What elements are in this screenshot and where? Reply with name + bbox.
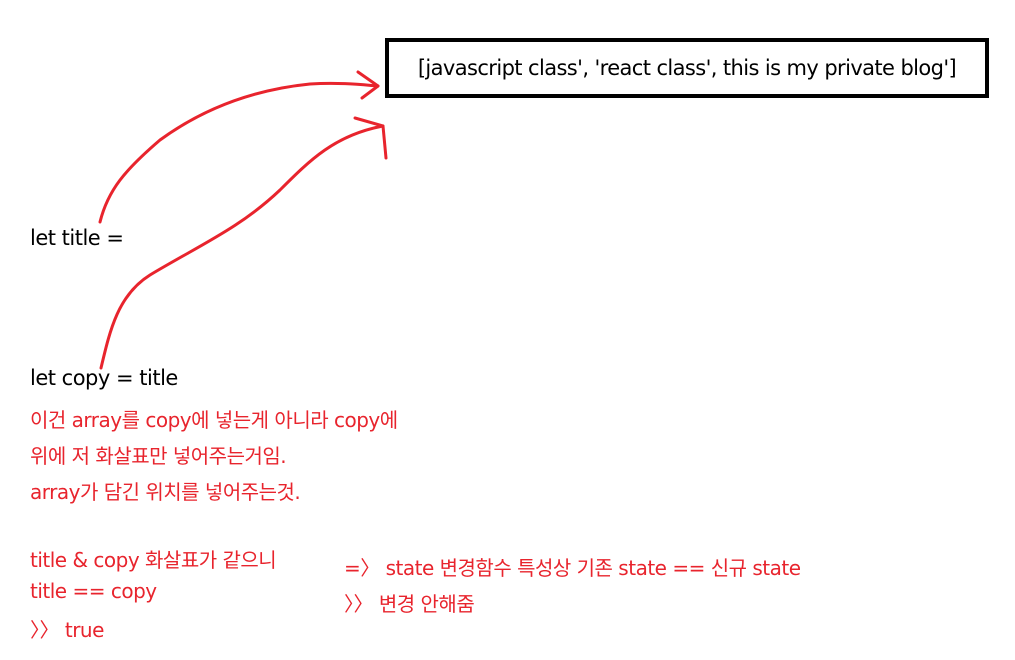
- array-value-text: [javascript class', 'react class', this …: [417, 56, 957, 80]
- note-line-2: 위에 저 화살표만 넣어주는거임.: [30, 444, 287, 468]
- result-line-1: =〉 state 변경함수 특성상 기존 state == 신규 state: [344, 556, 801, 580]
- result-line-2: 〉〉 변경 안해줌: [344, 592, 475, 616]
- compare-line-2: title == copy: [30, 579, 157, 603]
- arrow-copy-to-array: [99, 124, 385, 370]
- code-line-copy: let copy = title: [30, 366, 178, 390]
- array-value-box: [javascript class', 'react class', this …: [385, 38, 989, 98]
- arrowhead-upper: [356, 70, 380, 100]
- arrow-title-to-array: [98, 81, 380, 224]
- code-line-title: let title =: [30, 226, 124, 250]
- compare-line-1: title & copy 화살표가 같으니: [30, 548, 277, 572]
- arrowhead-lower: [353, 116, 388, 160]
- note-line-1: 이건 array를 copy에 넣는게 아니라 copy에: [30, 408, 398, 432]
- compare-line-3: 〉〉 true: [30, 618, 104, 642]
- note-line-3: array가 담긴 위치를 넣어주는것.: [30, 480, 301, 504]
